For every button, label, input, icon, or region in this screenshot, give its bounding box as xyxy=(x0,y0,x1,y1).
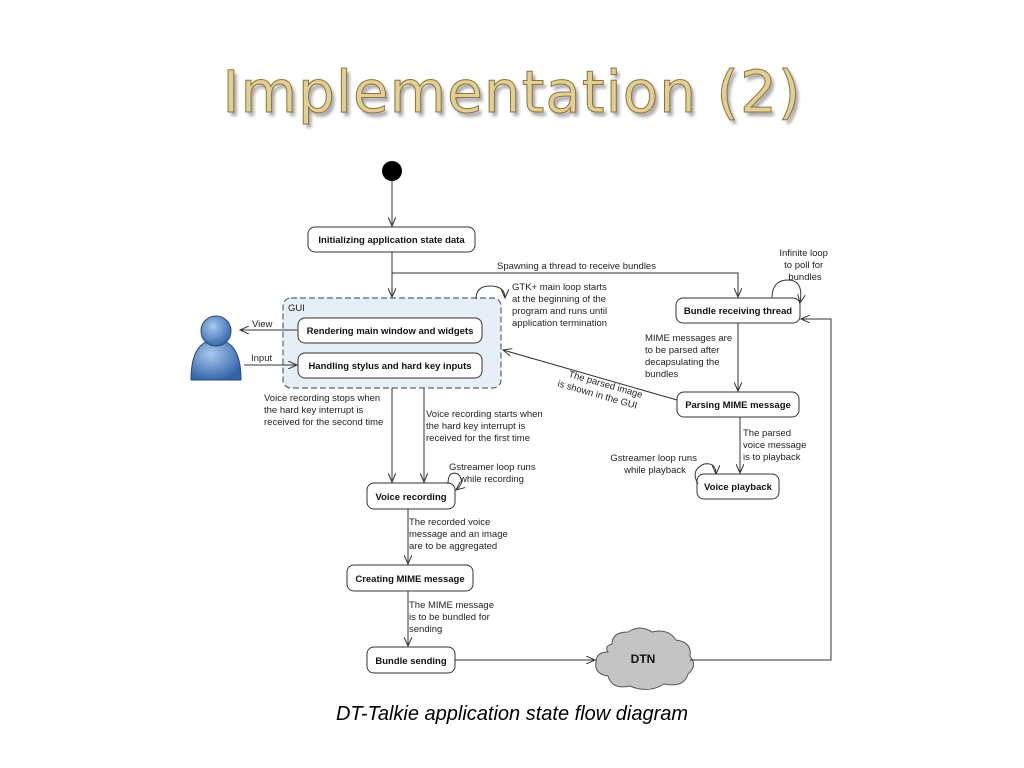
slide-title: Implementation (2) xyxy=(222,58,802,127)
svg-text:Rendering main window and widg: Rendering main window and widgets xyxy=(307,326,474,337)
label-mime-parse: MIME messages are to be parsed after dec… xyxy=(645,333,735,380)
label-gst-play: Gstreamer loop runs while playback xyxy=(610,453,699,476)
svg-text:Bundle sending: Bundle sending xyxy=(375,656,446,667)
label-parsed-voice: The parsed voice message is to playback xyxy=(743,428,809,463)
svg-text:Handling stylus and hard key i: Handling stylus and hard key inputs xyxy=(308,361,471,372)
diagram-caption: DT-Talkie application state flow diagram xyxy=(335,703,689,725)
node-create-mime: Creating MIME message xyxy=(346,564,474,592)
label-aggregate: The recorded voice message and an image … xyxy=(409,517,510,552)
dtn-cloud: DTN xyxy=(595,627,694,690)
label-view: View xyxy=(252,319,273,330)
node-bundle-send: Bundle sending xyxy=(366,646,456,674)
dtn-label: DTN xyxy=(631,652,656,666)
svg-text:Bundle receiving thread: Bundle receiving thread xyxy=(684,306,792,317)
label-gst-rec: Gstreamer loop runs while recording xyxy=(449,462,538,485)
label-spawn: Spawning a thread to receive bundles xyxy=(497,261,656,272)
node-voice-rec: Voice recording xyxy=(366,482,456,510)
node-bundle-recv: Bundle receiving thread xyxy=(675,297,801,324)
node-init: Initializing application state data xyxy=(307,226,476,253)
edge-gtk-loop xyxy=(475,285,505,300)
label-rec-start: Voice recording starts when the hard key… xyxy=(426,409,545,444)
label-parsed-image: The parsed image is shown in the GUI xyxy=(556,367,646,413)
svg-text:Voice recording: Voice recording xyxy=(375,492,446,503)
edge-dtn-recv xyxy=(690,319,832,661)
svg-text:Parsing MIME message: Parsing MIME message xyxy=(685,400,791,411)
start-node xyxy=(382,161,402,181)
edge-parse-gui xyxy=(503,350,678,401)
edge-rec-loop xyxy=(447,472,462,490)
svg-text:Voice playback: Voice playback xyxy=(704,482,773,493)
label-infinite-loop: Infinite loop to poll for bundles xyxy=(779,248,830,283)
svg-text:Creating MIME message: Creating MIME message xyxy=(355,574,464,585)
node-parse-mime: Parsing MIME message xyxy=(676,391,800,418)
node-stylus: Handling stylus and hard key inputs xyxy=(297,352,483,379)
node-render: Rendering main window and widgets xyxy=(297,317,483,344)
gui-group-label: GUI xyxy=(288,303,305,314)
user-icon xyxy=(190,315,242,381)
edge-infinite-loop xyxy=(771,279,801,303)
svg-text:Initializing application state: Initializing application state data xyxy=(318,235,465,246)
node-voice-play: Voice playback xyxy=(696,473,780,500)
label-bundled: The MIME message is to be bundled for se… xyxy=(409,600,497,635)
label-gtk: GTK+ main loop starts at the beginning o… xyxy=(512,282,610,329)
label-rec-stop: Voice recording stops when the hard key … xyxy=(264,393,383,428)
edge-play-loop xyxy=(694,463,716,485)
edge-spawn xyxy=(392,272,738,297)
label-input: Input xyxy=(251,353,272,364)
